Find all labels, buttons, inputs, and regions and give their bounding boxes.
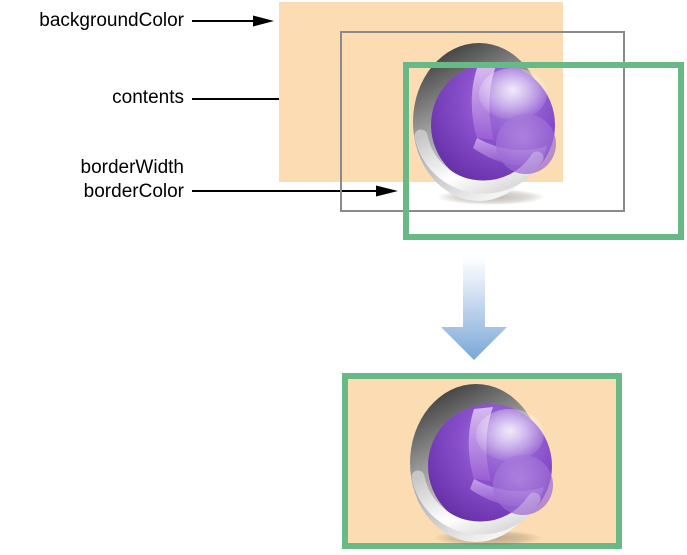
backgroundColor-label: backgroundColor (39, 10, 184, 31)
border-rect (403, 62, 684, 240)
contents-frame-rect (340, 31, 625, 212)
borderColor-label: borderColor (83, 181, 184, 202)
backgroundColor-arrow-icon (192, 15, 274, 27)
contents-label: contents (112, 87, 184, 108)
border-arrow-icon (192, 185, 398, 197)
borderWidth-label: borderWidth (80, 157, 185, 178)
down-arrow-icon (441, 256, 507, 360)
core-animation-sphere-icon-result (408, 383, 556, 548)
